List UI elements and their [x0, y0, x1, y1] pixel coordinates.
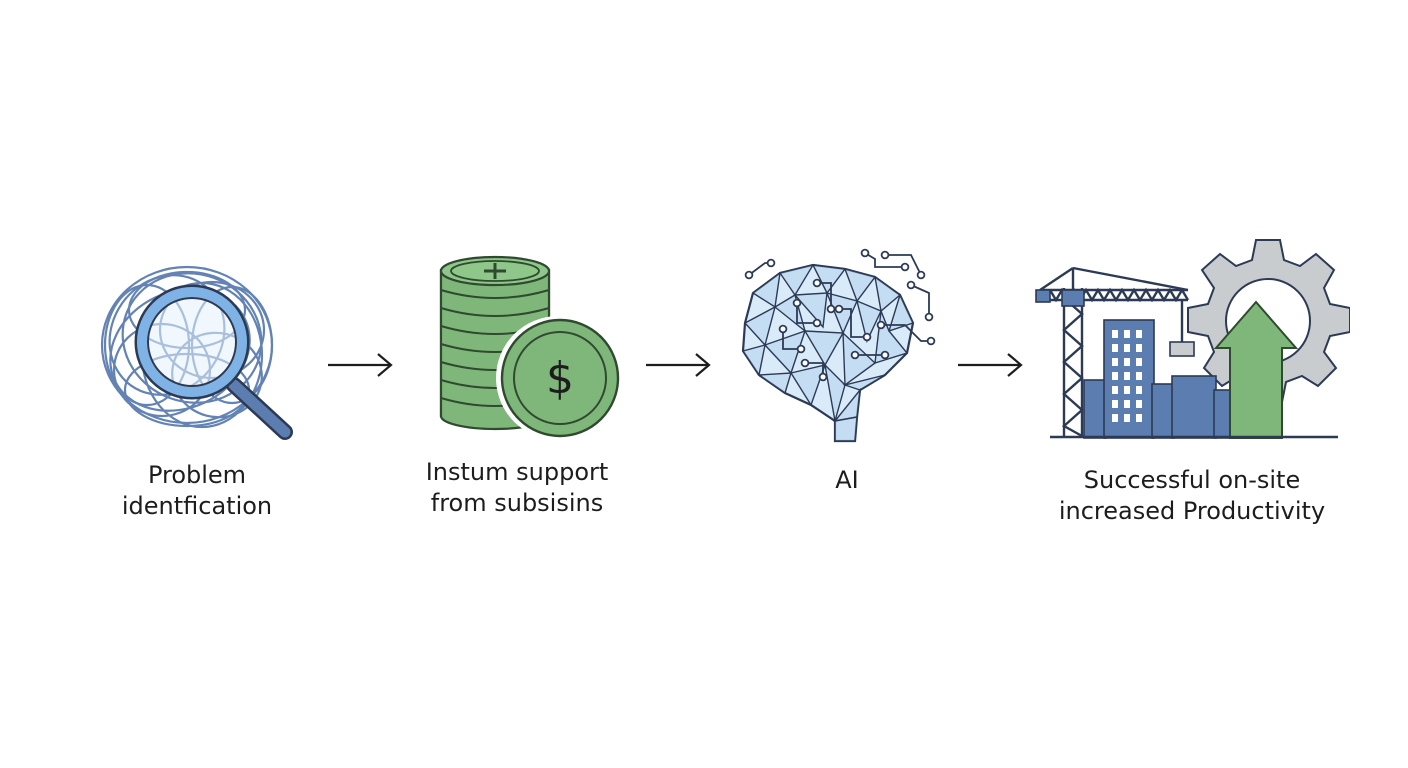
step-2-icon: $ — [432, 250, 627, 445]
right-arrow-icon — [328, 353, 393, 377]
step-1-label: Problem identfication — [122, 460, 272, 522]
step-2-label-line1: Instum support — [425, 458, 609, 486]
step-4-label-line1: Successful on-site — [1083, 466, 1301, 494]
step-2-label-line2: from subsisins — [430, 489, 604, 517]
step-1-icon — [92, 250, 302, 445]
circuit-brain-icon — [741, 248, 936, 443]
step-3-icon — [735, 245, 940, 445]
step-3-label-line1: AI — [835, 466, 859, 494]
step-2-label: Instum support from subsisins — [426, 457, 609, 519]
crane-buildings-gear-icon — [1035, 239, 1350, 439]
step-4-label-line2: increased Productivity — [1058, 497, 1326, 525]
tangle-magnifier-icon — [100, 265, 293, 440]
step-1-label-line2: identfication — [121, 492, 273, 520]
right-arrow-icon — [958, 353, 1023, 377]
svg-text:$: $ — [546, 353, 574, 404]
step-4-label: Successful on-site increased Productivit… — [1059, 465, 1325, 527]
step-1-label-line1: Problem — [147, 461, 247, 489]
coin-stack-dollar-icon: $ — [439, 255, 620, 440]
step-3-label: AI — [835, 465, 859, 496]
step-4-icon — [1032, 238, 1350, 442]
right-arrow-icon — [646, 353, 711, 377]
